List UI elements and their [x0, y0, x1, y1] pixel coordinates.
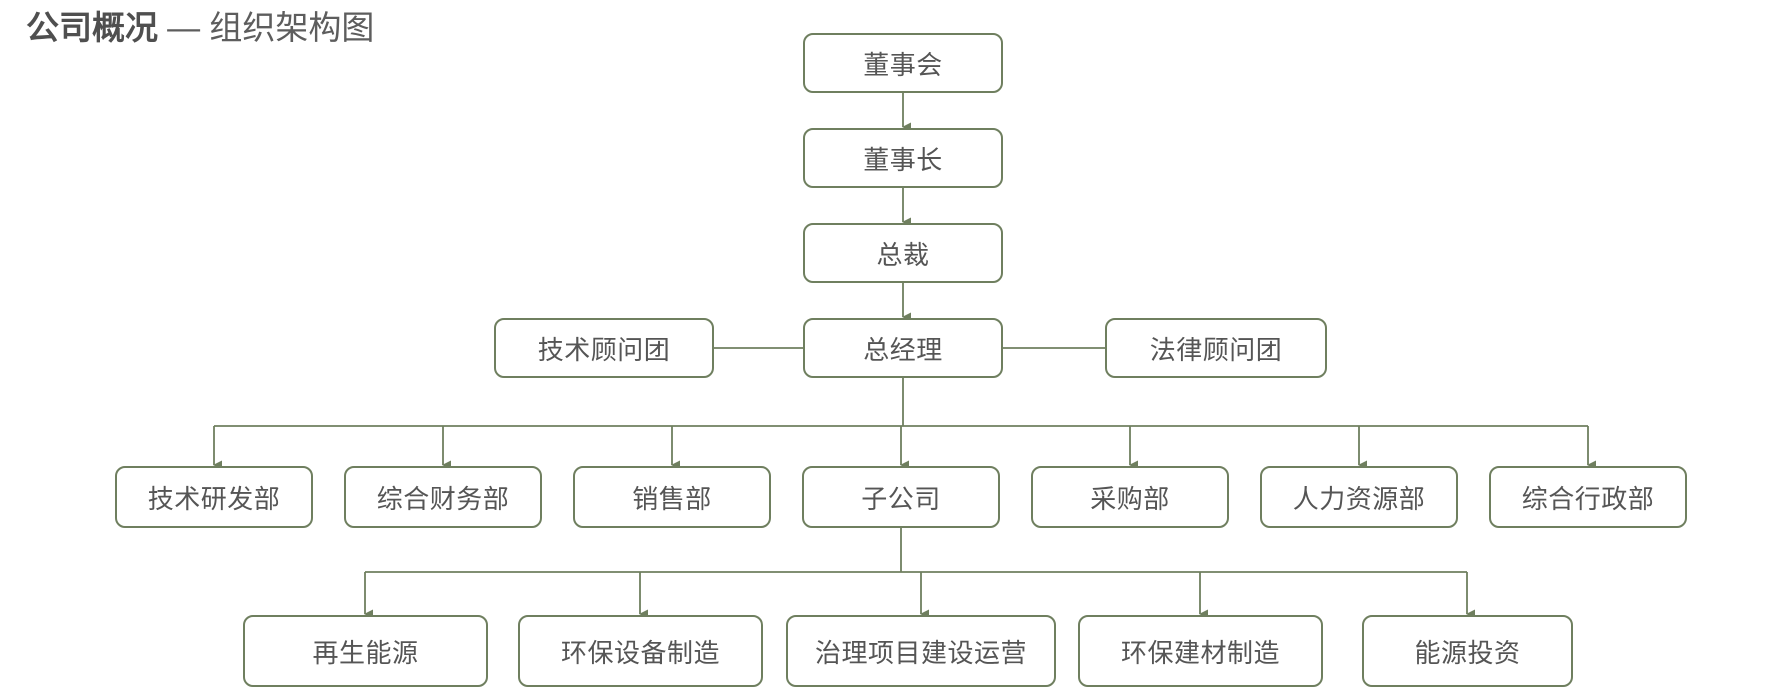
node-label: 董事长: [863, 144, 943, 175]
node-dept-hr[interactable]: 人力资源部: [1260, 466, 1458, 528]
page-title: 公司概况 — 组织架构图: [26, 6, 374, 50]
node-label: 再生能源: [312, 637, 419, 668]
node-label: 总经理: [863, 334, 943, 365]
node-sub-renewable[interactable]: 再生能源: [243, 615, 488, 687]
node-dept-admin[interactable]: 综合行政部: [1489, 466, 1687, 528]
node-board[interactable]: 董事会: [803, 33, 1003, 93]
node-dept-sales[interactable]: 销售部: [573, 466, 771, 528]
node-sub-investment[interactable]: 能源投资: [1362, 615, 1573, 687]
node-dept-purchasing[interactable]: 采购部: [1031, 466, 1229, 528]
node-legal-advisors[interactable]: 法律顾问团: [1105, 318, 1327, 378]
node-tech-advisors[interactable]: 技术顾问团: [494, 318, 714, 378]
page-title-light: — 组织架构图: [158, 9, 375, 46]
node-sub-equipment[interactable]: 环保设备制造: [518, 615, 763, 687]
node-label: 人力资源部: [1292, 483, 1426, 514]
node-label: 能源投资: [1414, 637, 1521, 668]
node-president[interactable]: 总裁: [803, 223, 1003, 283]
node-label: 综合财务部: [376, 483, 510, 514]
node-label: 治理项目建设运营: [814, 637, 1027, 668]
node-dept-finance[interactable]: 综合财务部: [344, 466, 542, 528]
node-dept-subsidiary[interactable]: 子公司: [802, 466, 1000, 528]
node-chairman[interactable]: 董事长: [803, 128, 1003, 188]
node-label: 董事会: [863, 49, 943, 80]
node-sub-project[interactable]: 治理项目建设运营: [786, 615, 1056, 687]
node-label: 法律顾问团: [1149, 334, 1283, 365]
node-label: 技术研发部: [147, 483, 281, 514]
page-title-strong: 公司概况: [26, 9, 158, 46]
node-label: 销售部: [632, 483, 712, 514]
node-dept-rd[interactable]: 技术研发部: [115, 466, 313, 528]
node-general-manager[interactable]: 总经理: [803, 318, 1003, 378]
node-label: 子公司: [861, 483, 941, 514]
node-label: 总裁: [876, 239, 930, 270]
node-label: 采购部: [1090, 483, 1170, 514]
node-label: 技术顾问团: [537, 334, 671, 365]
node-label: 综合行政部: [1521, 483, 1655, 514]
node-label: 环保设备制造: [560, 637, 720, 668]
node-sub-materials[interactable]: 环保建材制造: [1078, 615, 1323, 687]
node-label: 环保建材制造: [1120, 637, 1280, 668]
